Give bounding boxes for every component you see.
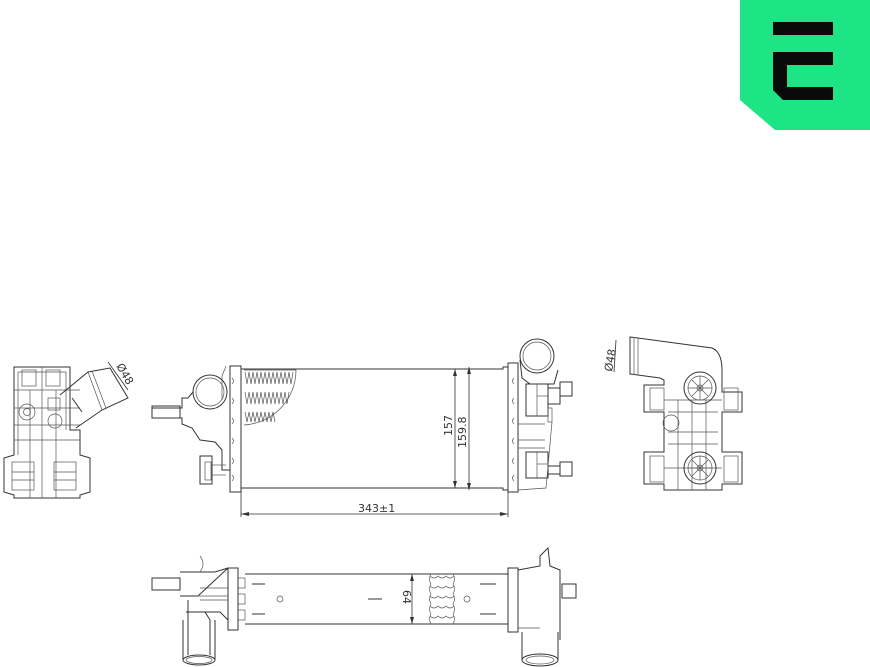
top-view: 64 <box>151 546 577 667</box>
mount-wheel-bottom <box>683 451 717 485</box>
front-view: 157 159.8 343±1 <box>151 338 573 517</box>
right-end-view: Ø48 <box>602 336 743 491</box>
left-end-view: Ø48 <box>3 361 136 499</box>
mount-wheel-top <box>683 371 717 405</box>
dimension-core-depth: 64 <box>400 590 413 604</box>
brand-logo <box>740 0 870 130</box>
fin-hatching <box>244 371 294 423</box>
dimension-height-inner: 157 <box>442 415 455 436</box>
dimension-overall-length: 343±1 <box>358 502 395 515</box>
dimension-height-outer: 159.8 <box>456 417 469 449</box>
dimension-pipe-dia-right: Ø48 <box>602 348 619 373</box>
